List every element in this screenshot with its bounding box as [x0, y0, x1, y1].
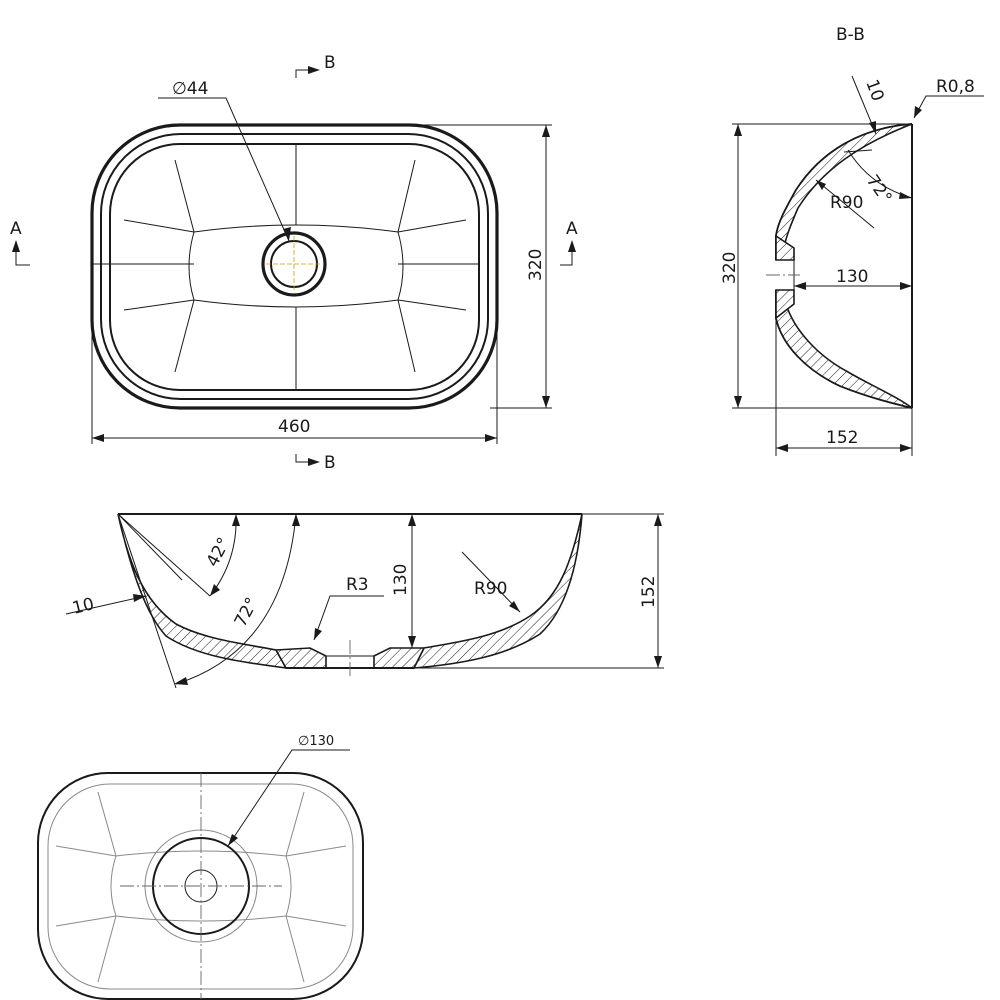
height-label: 320 [526, 249, 546, 281]
aa-angle-72-label: 72° [231, 594, 263, 630]
diameter-leader [158, 97, 290, 242]
svg-text:A: A [10, 219, 22, 239]
drain-outer [261, 231, 327, 297]
aa-drain-section-left [274, 647, 327, 669]
width-label: 460 [278, 417, 310, 437]
svg-text:A: A [566, 219, 578, 239]
section-bb-view: B-B 320 130 152 10 [720, 25, 984, 456]
aa-inner-depth-label: 130 [391, 564, 411, 596]
bb-edge-radius-label: R0,8 [936, 77, 975, 97]
bb-wall-label: 10 [861, 77, 887, 104]
basin-rim-inner-line [100, 133, 489, 400]
section-aa-view: 152 130 R3 R90 10 42° 72° [65, 513, 664, 689]
bb-width-label: 152 [826, 428, 858, 448]
bb-radius-label: R90 [830, 193, 863, 213]
basin-bowl-edge [109, 143, 480, 391]
aa-radius-r3-label: R3 [346, 575, 369, 595]
aa-height-label: 152 [639, 576, 659, 608]
section-marker-a-left: A [10, 219, 30, 266]
bottom-diameter-label: ∅130 [298, 734, 334, 749]
basin-outer-rim [90, 123, 499, 410]
section-marker-b-bottom: B [295, 453, 336, 473]
plan-view: ∅44 460 320 B B A [10, 53, 578, 473]
bb-height-label: 320 [720, 252, 740, 284]
bb-angle-label: 72° [862, 171, 896, 207]
bottom-outer-outline [37, 772, 364, 1000]
aa-drain-section-right [373, 647, 426, 669]
section-bb-title: B-B [836, 25, 865, 45]
svg-text:B: B [324, 453, 336, 473]
bb-lower-wall [775, 302, 913, 409]
section-marker-a-right: A [560, 219, 578, 266]
bb-upper-wall [775, 123, 913, 251]
aa-curve-radius-label: R90 [474, 579, 507, 599]
bb-depth-label: 130 [836, 267, 868, 287]
bottom-diameter-leader [227, 749, 350, 847]
bottom-view: ∅130 [37, 734, 364, 1000]
aa-wall-label: 10 [70, 594, 96, 619]
section-marker-b-top: B [295, 53, 336, 78]
diameter-label: ∅44 [172, 79, 208, 99]
svg-text:B: B [324, 53, 336, 73]
aa-angle-42-label: 42° [203, 534, 235, 570]
basin-facet-lines [110, 144, 479, 390]
